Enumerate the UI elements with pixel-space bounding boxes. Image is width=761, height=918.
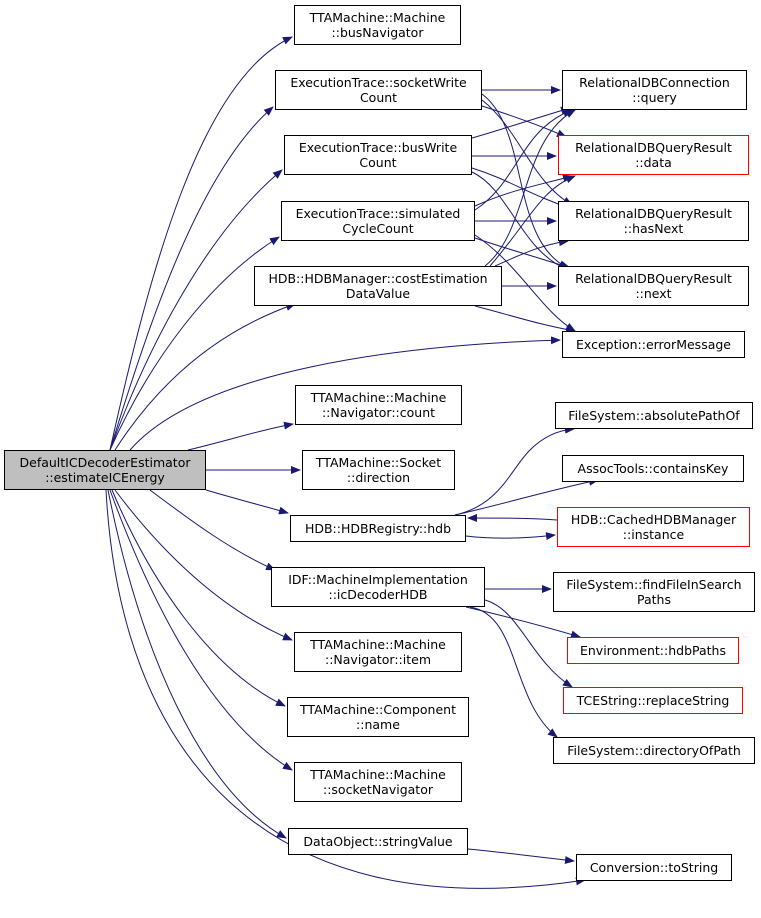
node-relational-db-query-result-data[interactable]: RelationalDBQueryResult ::data [558, 135, 749, 175]
edge-scc-data [474, 174, 573, 207]
edge-root-bus-navigator [109, 36, 293, 451]
node-environment-hdb-paths[interactable]: Environment::hdbPaths [567, 637, 739, 664]
edge-root-cost-estimation [114, 303, 296, 451]
node-file-system-directory-of-path[interactable]: FileSystem::directoryOfPath [553, 737, 755, 764]
node-navigator-count[interactable]: TTAMachine::Machine ::Navigator::count [295, 385, 462, 425]
edge-root-ic-decoder-hdb [149, 489, 276, 571]
node-root-estimate-ic-energy[interactable]: DefaultICDecoderEstimator ::estimateICEn… [4, 450, 206, 490]
edge-bwc-hasnext [471, 167, 571, 210]
edge-root-bus-write-count [109, 169, 283, 451]
edge-bwc-next [471, 171, 569, 271]
node-socket-write-count[interactable]: ExecutionTrace::socketWrite Count [275, 70, 482, 110]
edge-ced-hasnext [494, 238, 569, 267]
node-bus-navigator[interactable]: TTAMachine::Machine ::busNavigator [294, 5, 461, 45]
edge-bwc-query [471, 106, 571, 139]
edge-ced-error [474, 305, 576, 334]
node-file-system-find-file-in-search-paths[interactable]: FileSystem::findFileInSearch Paths [553, 572, 755, 612]
edge-icd-hdb-paths [465, 606, 581, 639]
node-navigator-item[interactable]: TTAMachine::Machine ::Navigator::item [294, 632, 462, 672]
node-cost-estimation-data-value[interactable]: HDB::HDBManager::costEstimation DataValu… [254, 266, 502, 306]
node-component-name[interactable]: TTAMachine::Component ::name [287, 697, 469, 737]
node-string-value[interactable]: DataObject::stringValue [288, 828, 468, 855]
edge-root-string-value [107, 489, 287, 839]
edge-root-simulated-cycle-count [109, 236, 280, 451]
edge-cached-instance-hdb [467, 514, 558, 523]
edge-ced-data [489, 175, 576, 267]
node-relational-db-query-result-has-next[interactable]: RelationalDBQueryResult ::hasNext [558, 201, 749, 241]
node-socket-direction[interactable]: TTAMachine::Socket ::direction [302, 450, 455, 490]
edge-root-to-string [105, 489, 586, 889]
node-ic-decoder-hdb[interactable]: IDF::MachineImplementation ::icDecoderHD… [271, 567, 485, 607]
edge-root-error-message [129, 336, 561, 451]
node-cached-hdb-manager-instance[interactable]: HDB::CachedHDBManager ::instance [557, 507, 750, 547]
edge-swc-next [481, 93, 569, 269]
edge-hdb-cached-instance [465, 532, 556, 541]
node-exception-error-message[interactable]: Exception::errorMessage [562, 331, 745, 358]
edge-icd-directory-of-path [469, 606, 558, 738]
edge-root-navigator-item [114, 489, 293, 641]
edge-string-value-to-string [467, 848, 575, 864]
edge-root-navigator-count [187, 421, 294, 451]
edge-swc-data [481, 105, 567, 138]
edge-scc-query [474, 109, 573, 211]
edge-root-socket-write-count [109, 106, 274, 451]
edge-swc-hasnext [481, 99, 573, 206]
node-assoc-tools-contains-key[interactable]: AssocTools::containsKey [562, 455, 744, 482]
node-relational-db-connection-query[interactable]: RelationalDBConnection ::query [562, 70, 747, 110]
node-hdb-registry-hdb[interactable]: HDB::HDBRegistry::hdb [290, 515, 466, 542]
edge-hdb-contains-key [454, 477, 599, 516]
node-file-system-absolute-path-of[interactable]: FileSystem::absolutePathOf [555, 402, 753, 429]
node-relational-db-query-result-next[interactable]: RelationalDBQueryResult ::next [558, 266, 749, 306]
edge-icd-replace-string [484, 599, 573, 688]
edge-scc-next [474, 237, 571, 269]
node-socket-navigator[interactable]: TTAMachine::Machine ::socketNavigator [294, 762, 462, 802]
edge-root-socket-navigator [109, 489, 293, 771]
edge-root-hdb-registry [205, 489, 289, 515]
edge-hdb-absolute-path [454, 425, 575, 516]
node-conversion-to-string[interactable]: Conversion::toString [576, 854, 732, 881]
edge-root-component-name [111, 489, 286, 707]
edge-ced-query [484, 109, 576, 267]
node-tce-string-replace-string[interactable]: TCEString::replaceString [563, 687, 743, 714]
node-simulated-cycle-count[interactable]: ExecutionTrace::simulated CycleCount [281, 201, 475, 241]
node-bus-write-count[interactable]: ExecutionTrace::busWrite Count [284, 135, 472, 175]
